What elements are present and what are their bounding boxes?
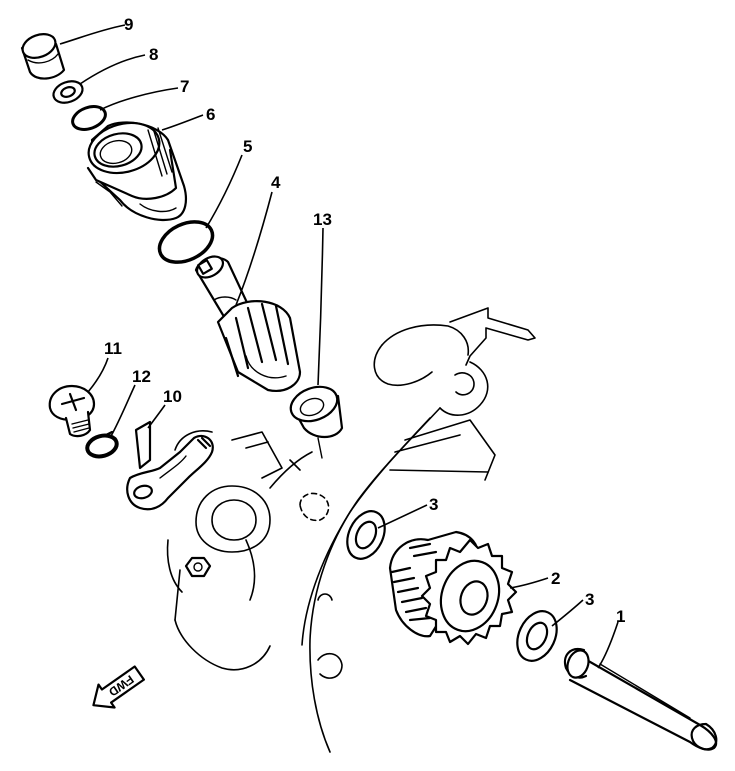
callout-6: 6	[206, 105, 215, 124]
callout-13: 13	[313, 210, 332, 229]
part-9-cap	[20, 33, 66, 80]
part-3-washer-lower	[516, 610, 558, 662]
part-13-bushing	[289, 385, 344, 459]
part-10-stopper-plate	[126, 420, 214, 511]
part-6-sleeve	[86, 121, 187, 222]
callout-12: 12	[132, 367, 151, 386]
part-2-gear	[388, 530, 518, 646]
part-11-screw	[48, 384, 96, 438]
callout-9: 9	[124, 15, 133, 34]
forward-direction-arrow: FWD	[92, 665, 145, 709]
part-3-washer-upper	[346, 510, 386, 560]
callout-3-lower: 3	[585, 590, 594, 609]
callout-4: 4	[271, 173, 281, 192]
callout-7: 7	[180, 77, 189, 96]
crankcase-outline	[166, 307, 536, 753]
callout-leaders	[59, 24, 619, 669]
callout-8: 8	[149, 45, 158, 64]
part-5-o-ring	[157, 220, 215, 264]
part-12-spring-washer	[85, 430, 119, 459]
callout-5: 5	[243, 137, 252, 156]
part-8-washer	[52, 80, 84, 104]
part-1-shaft	[563, 648, 718, 751]
part-7-o-ring	[71, 105, 107, 131]
callout-1: 1	[616, 607, 625, 626]
callout-labels: 9 8 7 6 5 4 13 11 12 10 3 2 3 1	[104, 15, 625, 626]
hex-nut	[184, 556, 212, 578]
callout-2: 2	[551, 569, 560, 588]
callout-10: 10	[163, 387, 182, 406]
part-4-pinion-shaft	[194, 255, 302, 392]
callout-11: 11	[104, 339, 122, 358]
callout-3-upper: 3	[429, 495, 438, 514]
